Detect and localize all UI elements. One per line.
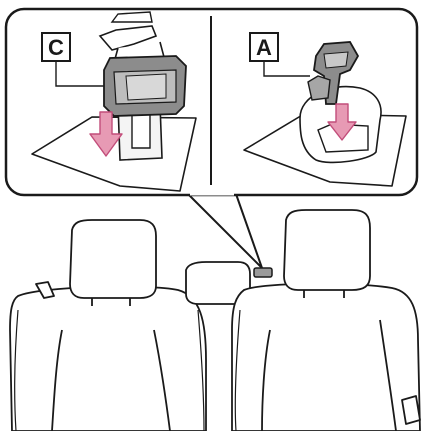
rear-seat — [10, 210, 420, 431]
right-seatback — [232, 284, 420, 431]
right-headrest — [284, 210, 370, 290]
callout-pointer — [188, 194, 262, 268]
seat-buckle-highlight — [254, 268, 272, 277]
left-seatback — [10, 287, 206, 431]
callout-label-c: C — [48, 35, 64, 60]
callout-label-a: A — [256, 35, 272, 60]
left-headrest — [70, 220, 156, 298]
